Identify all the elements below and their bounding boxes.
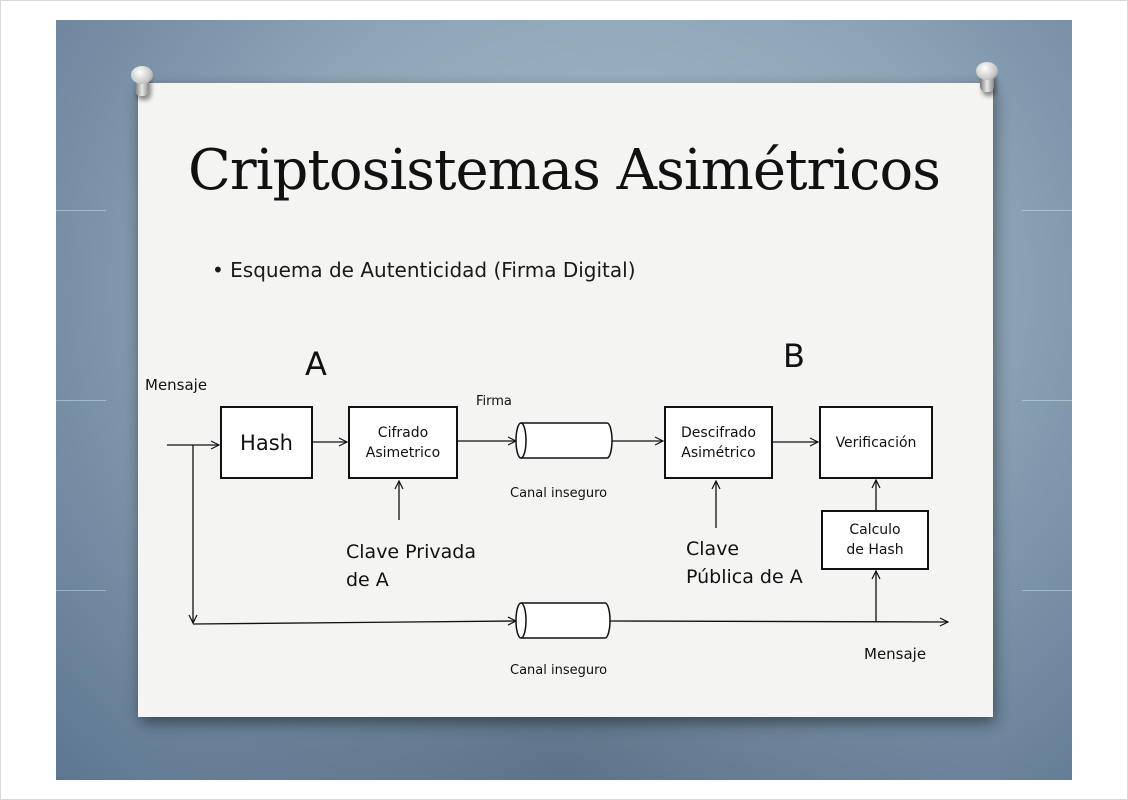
- bullet-text: Esquema de Autenticidad (Firma Digital): [230, 258, 636, 282]
- arrow-bottom-out: [608, 621, 948, 622]
- calculo-hash-box: Calculo de Hash: [821, 510, 929, 570]
- verificacion-box: Verificación: [819, 406, 933, 479]
- pushpin-icon: [131, 66, 153, 102]
- calculo-label: de Hash: [846, 542, 904, 558]
- pushpin-icon: [976, 62, 998, 98]
- guide-line: [1022, 210, 1072, 211]
- hash-box: Hash: [220, 406, 313, 479]
- bullet-point: • Esquema de Autenticidad (Firma Digital…: [212, 258, 636, 282]
- canal-top-label: Canal inseguro: [510, 486, 608, 501]
- guide-line: [56, 400, 106, 401]
- private-key-label: Clave Privada de A: [346, 538, 476, 594]
- canal-bottom-label: Canal inseguro: [510, 663, 608, 678]
- firma-label: Firma: [476, 394, 512, 409]
- calculo-label: Calculo: [849, 522, 901, 538]
- hash-label: Hash: [240, 430, 293, 455]
- message-in-label: Mensaje: [145, 376, 208, 394]
- guide-line: [56, 590, 106, 591]
- descifrado-label: Descifrado: [681, 424, 756, 441]
- public-key-line: Pública de A: [686, 566, 803, 588]
- public-key-line: Clave: [686, 538, 740, 560]
- message-out-label: Mensaje: [864, 645, 927, 663]
- arrow-bottom-to-canal: [192, 621, 516, 624]
- guide-line: [1022, 590, 1072, 591]
- cifrado-label: Asimetrico: [365, 444, 441, 461]
- cifrado-label: Cifrado: [377, 424, 429, 441]
- descifrado-label: Asimétrico: [681, 444, 756, 461]
- verificacion-label: Verificación: [835, 434, 917, 451]
- guide-line: [56, 210, 106, 211]
- party-b-label: B: [783, 337, 805, 375]
- private-key-line: de A: [346, 569, 389, 591]
- party-a-label: A: [305, 345, 327, 383]
- channel-cylinder-bottom: [515, 602, 611, 639]
- channel-cylinder-top: [515, 422, 613, 459]
- private-key-line: Clave Privada: [346, 541, 476, 563]
- slide-title: Criptosistemas Asimétricos: [188, 138, 941, 203]
- guide-line: [1022, 400, 1072, 401]
